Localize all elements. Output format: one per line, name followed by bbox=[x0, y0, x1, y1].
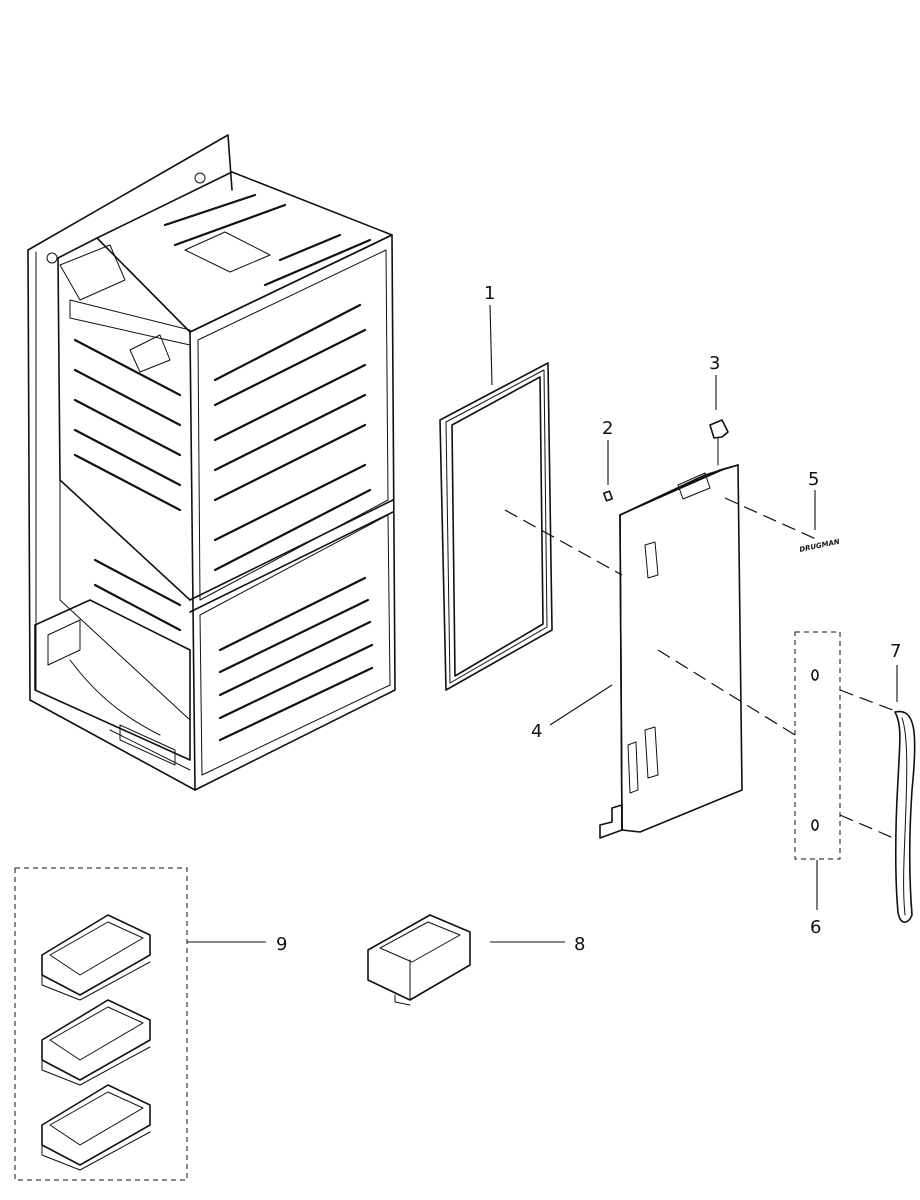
leader-lines bbox=[187, 304, 898, 943]
assembly-lines bbox=[504, 497, 899, 841]
callout-9: 9 bbox=[276, 934, 288, 955]
logo-text: DRUGMAN bbox=[799, 538, 841, 554]
callout-1: 1 bbox=[484, 283, 496, 304]
logo-badge: DRUGMAN bbox=[799, 538, 841, 554]
callout-2: 2 bbox=[602, 418, 614, 439]
callout-5: 5 bbox=[808, 469, 820, 490]
refrigerator-door bbox=[599, 464, 743, 839]
top-hinge bbox=[709, 419, 729, 466]
callout-8: 8 bbox=[574, 934, 586, 955]
hinge-screw bbox=[603, 490, 613, 502]
door-handle bbox=[894, 710, 916, 923]
door-guard bbox=[367, 914, 471, 1006]
handle-cap-group bbox=[794, 631, 841, 860]
refrigerator-cabinet bbox=[27, 134, 396, 791]
callout-4: 4 bbox=[531, 721, 543, 742]
callout-3: 3 bbox=[709, 353, 721, 374]
callout-7: 7 bbox=[890, 641, 902, 662]
door-gasket bbox=[439, 362, 553, 691]
callout-6: 6 bbox=[810, 917, 822, 938]
door-bins-group bbox=[14, 867, 188, 1181]
